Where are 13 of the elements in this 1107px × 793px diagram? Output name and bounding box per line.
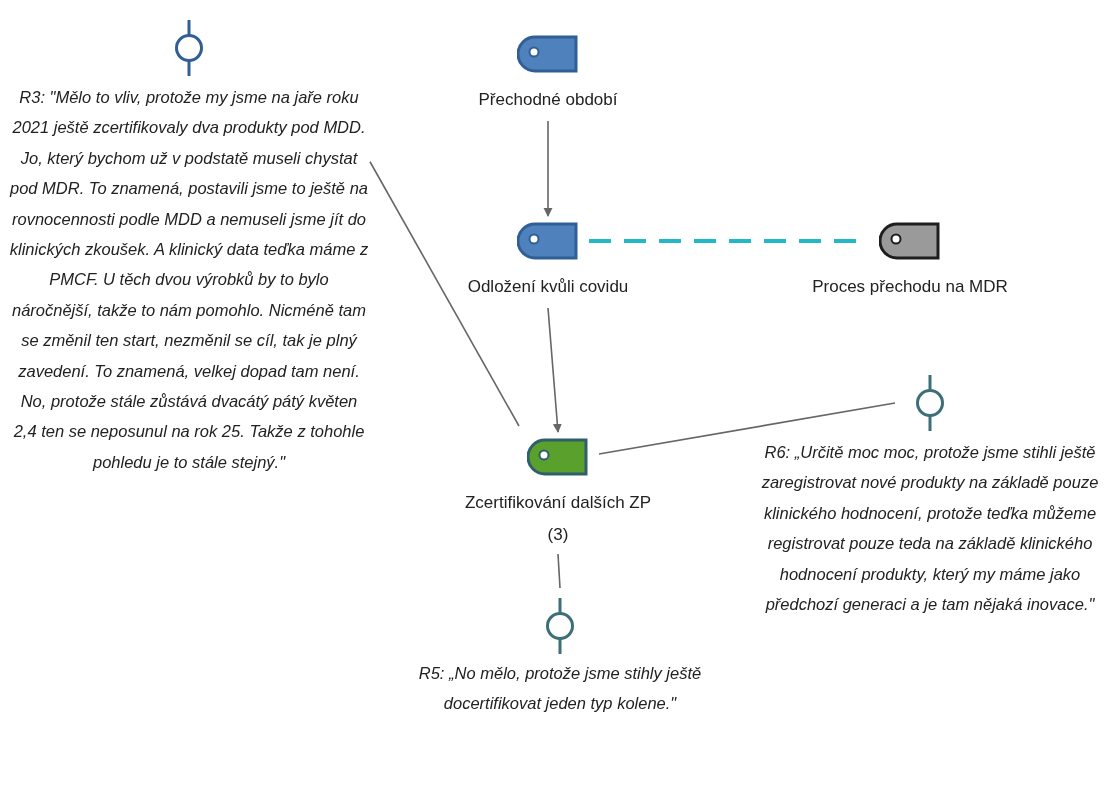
quote-text: R5: „No mělo, protože jsme stihly ještě docertifikovat jeden typ kolene." [417,663,703,715]
arrow [543,120,553,217]
node-label: Přechodné období [478,89,618,111]
leader-line [369,160,520,427]
count-label: (3) [547,524,569,546]
quote-text: R6: „Určitě moc moc, protože jsme stihli ještě zaregistrovat nové produkty na základě pouze klinického hodnocení, protože teďka můžeme registrovat pouze teda na základě klinického hodnocení produkty, který my máme jako předchozí generaci a je tam nějaká inovace." [760,442,1100,616]
node-label: Odložení kvůli covidu [467,276,629,298]
leader-line [557,553,561,589]
node-label: Zcertifikování dalších ZP [464,492,652,514]
node-label: Proces přechodu na MDR [812,276,1008,298]
arrow [547,307,562,433]
quote-text: R3: "Mělo to vliv, protože my jsme na jaře roku 2021 ještě zcertifikovaly dva produkty pod MDD. Jo, který bychom už v podstatě museli chystat pod MDR. To znamená, postavili jsme to ještě na rovnocennosti podle MDD a nemuseli jsme jít do klinických zkoušek. A klinický data teďka máme z PMCF. U těch dvou výrobků by to bylo náročnější, takže to nám pomohlo. Nicméně tam se změnil ten start, nezměnil se cíl, tak je plný zavedení. To znamená, velkej dopad tam není. No, protože stále zůstává dvacátý pátý květen 2,4 ten se neposunul na rok 25. Takže z tohohle pohledu je to stále stejný." [8,87,370,473]
leader-line [598,402,896,455]
